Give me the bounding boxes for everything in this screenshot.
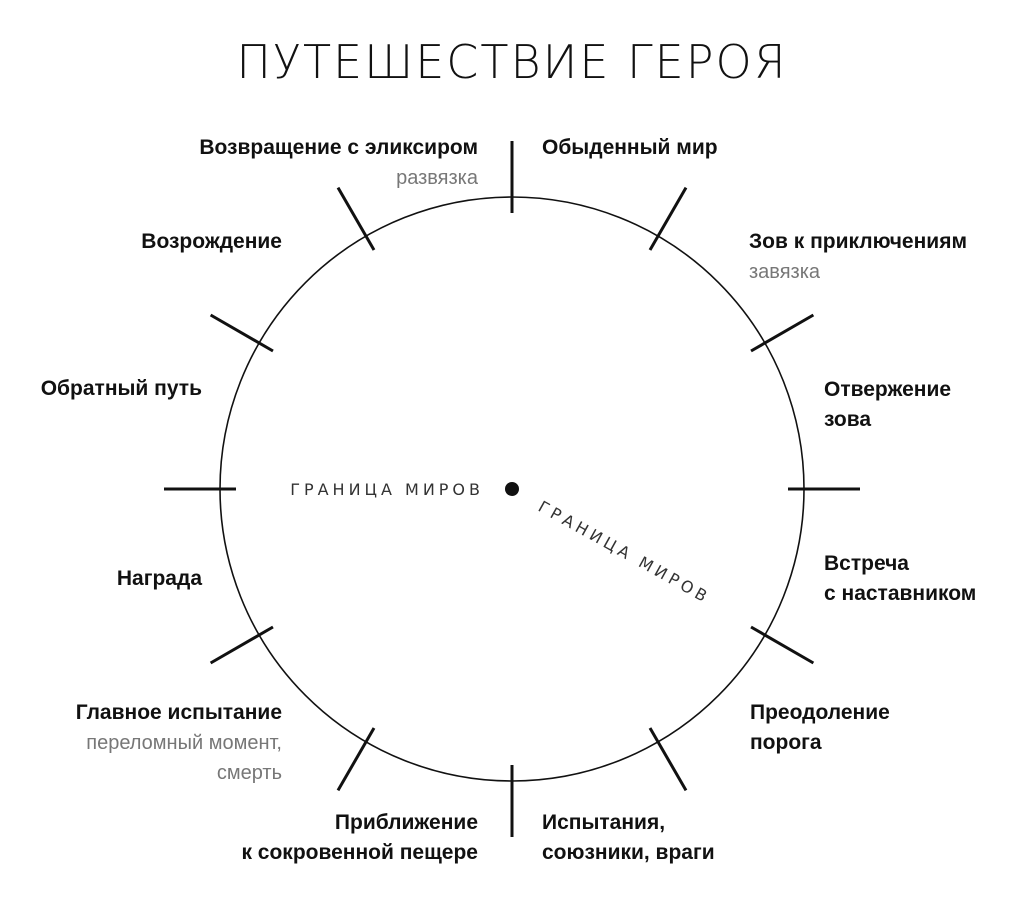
- center-dot: [505, 482, 519, 496]
- stage-label: Награда: [117, 567, 202, 590]
- world-border-label-diagonal: ГРАНИЦА МИРОВ: [535, 497, 714, 608]
- stage-sublabel: завязка: [749, 261, 821, 283]
- stage-label: Обыденный мир: [542, 136, 718, 159]
- stage-label: Приближение: [335, 811, 478, 834]
- stage-label: Испытания,: [542, 811, 665, 834]
- stage-tick-2: [648, 186, 688, 251]
- stage-label: Возвращение с эликсиром: [199, 136, 478, 159]
- stage-label: Встреча: [824, 552, 909, 575]
- stage-sublabel: переломный момент,: [86, 732, 282, 754]
- stage-label: Обратный путь: [41, 377, 202, 400]
- stage-label: зова: [824, 408, 871, 431]
- stage-tick-6: [648, 727, 688, 792]
- stage-label: Зов к приключениям: [749, 230, 967, 253]
- stage-label: порога: [750, 731, 822, 754]
- stage-label: с наставником: [824, 582, 976, 605]
- diagram-title: ПУТЕШЕСТВИЕ ГЕРОЯ: [236, 35, 787, 89]
- stage-tick-12: [336, 186, 376, 251]
- stage-tick-3: [750, 313, 815, 353]
- stage-label: Преодоление: [750, 701, 890, 724]
- stage-tick-11: [209, 313, 274, 353]
- stage-label: к сокровенной пещере: [241, 841, 478, 864]
- stage-label: Возрождение: [141, 230, 282, 253]
- stage-sublabel: развязка: [396, 167, 479, 189]
- stage-label: Отвержение: [824, 378, 951, 401]
- stage-tick-marks: [164, 141, 860, 837]
- stage-tick-8: [336, 727, 376, 792]
- stage-label: союзники, враги: [542, 841, 715, 864]
- stage-sublabel: смерть: [217, 762, 282, 784]
- stage-tick-5: [750, 625, 815, 665]
- world-border-label-left: ГРАНИЦА МИРОВ: [290, 480, 484, 499]
- stage-label: Главное испытание: [76, 701, 282, 724]
- stage-tick-9: [209, 625, 274, 665]
